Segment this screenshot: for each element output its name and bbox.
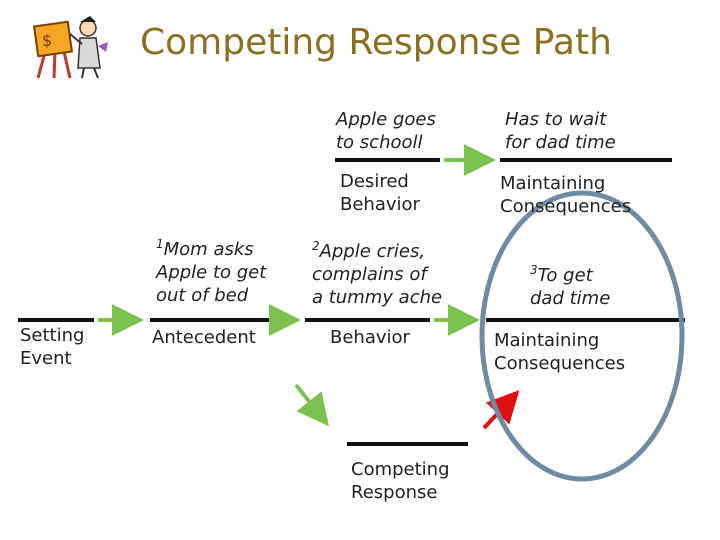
consequence-highlight-circle bbox=[479, 190, 685, 482]
setting-event-label: Setting Event bbox=[20, 325, 85, 369]
desired-behavior-label: Desired Behavior bbox=[340, 171, 420, 215]
artist-easel-clipart-icon: $ bbox=[32, 16, 108, 79]
top-maintaining-label: Maintaining Consequences bbox=[500, 173, 632, 217]
behavior-number: 2 bbox=[312, 239, 320, 253]
top-maintaining-text: Has to wait for dad time bbox=[505, 109, 616, 153]
svg-text:$: $ bbox=[42, 31, 52, 50]
antecedent-label: Antecedent bbox=[152, 327, 256, 348]
consequence-number: 3 bbox=[530, 263, 538, 277]
consequence-text: 3To get dad time bbox=[530, 264, 610, 310]
antecedent-description: Mom asks Apple to get out of bed bbox=[156, 239, 267, 306]
to-competing-arrow bbox=[294, 383, 329, 427]
behavior-text: 2Apple cries, complains of a tummy ache bbox=[312, 240, 442, 309]
consequence-description: To get dad time bbox=[530, 265, 611, 309]
behavior-description: Apple cries, complains of a tummy ache bbox=[312, 241, 443, 308]
desired-behavior-text: Apple goes to schooll bbox=[336, 109, 436, 153]
behavior-label: Behavior bbox=[330, 327, 410, 348]
antecedent-text: 1Mom asks Apple to get out of bed bbox=[156, 238, 266, 307]
page-title: Competing Response Path bbox=[140, 22, 612, 63]
antecedent-number: 1 bbox=[156, 237, 164, 251]
consequence-label: Maintaining Consequences bbox=[494, 330, 626, 374]
competing-response-label: Competing Response bbox=[351, 459, 450, 503]
